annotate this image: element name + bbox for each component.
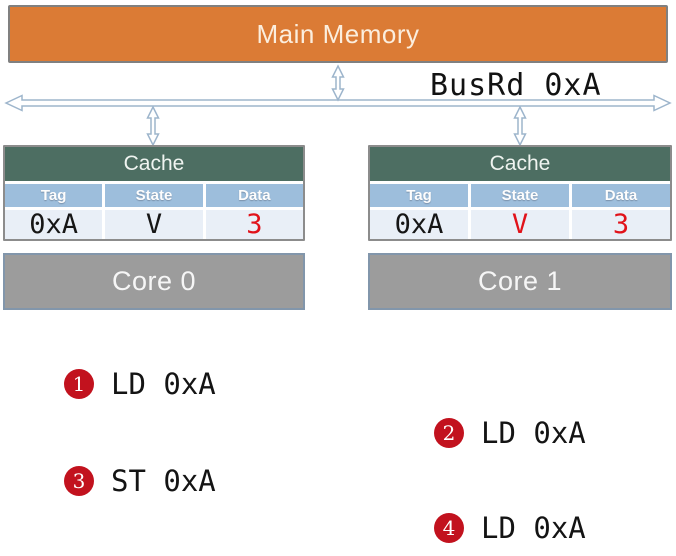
cache0-data-value: 3 [205,210,303,239]
core0-box: Core 0 [3,253,305,310]
cache1-state-value: V [471,210,569,239]
cache1-tag-value: 0xA [370,210,468,239]
cache1-header-row: Tag State Data [370,184,670,207]
cache0-col-state: State [105,184,203,207]
cache1-col-tag: Tag [370,184,468,207]
operation-2: 2 LD 0xA [434,418,586,448]
operation-1-label: LD 0xA [111,367,216,401]
cache0-header-row: Tag State Data [5,184,303,207]
core0-label: Core 0 [111,266,197,296]
cache0-title: Cache [5,147,303,181]
operation-4: 4 LD 0xA [434,513,586,543]
cache0-state-value: V [105,210,203,239]
cache1-value-row: 0xA V 3 [370,210,670,239]
core1-label: Core 1 [477,266,563,296]
memory-bus-arrow [331,64,345,102]
cache0-tag-value: 0xA [5,210,103,239]
bus-cache0-arrow [146,105,160,147]
cache0-table: Cache Tag State Data 0xA V 3 [3,145,305,241]
bus-cache1-arrow [513,105,527,147]
operation-3-label: ST 0xA [111,464,216,498]
cache0-col-data: Data [205,184,303,207]
step-2-badge: 2 [434,418,464,448]
operation-4-label: LD 0xA [481,511,586,545]
cache1-col-data: Data [572,184,670,207]
cache1-col-state: State [471,184,569,207]
main-memory-label: Main Memory [256,18,420,49]
step-1-badge: 1 [64,369,94,399]
step-4-badge: 4 [434,513,464,543]
core1-box: Core 1 [368,253,672,310]
cache0-value-row: 0xA V 3 [5,210,303,239]
main-memory-box: Main Memory [8,5,668,63]
step-3-badge: 3 [64,466,94,496]
cache1-title: Cache [370,147,670,181]
cache1-data-value: 3 [572,210,670,239]
bus-transaction-label: BusRd 0xA [430,68,602,103]
operation-3: 3 ST 0xA [64,466,216,496]
cache1-table: Cache Tag State Data 0xA V 3 [368,145,672,241]
cache0-col-tag: Tag [5,184,103,207]
operation-1: 1 LD 0xA [64,369,216,399]
operation-2-label: LD 0xA [481,416,586,450]
